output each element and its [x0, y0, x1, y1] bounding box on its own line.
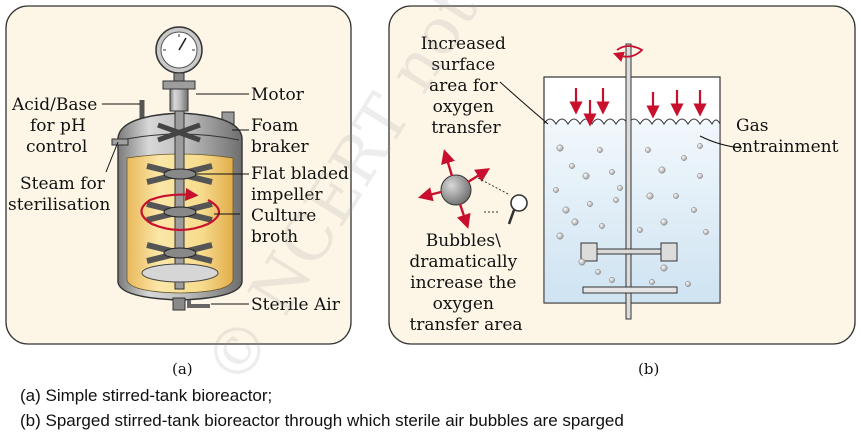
air-bubble	[553, 187, 559, 193]
sparger-bar	[582, 286, 678, 294]
stirrer-shaft-b	[625, 43, 632, 320]
air-bubble	[658, 166, 666, 174]
air-bubble	[609, 277, 615, 283]
sterile-air-label: Sterile Air	[251, 295, 341, 315]
motor	[162, 80, 196, 112]
air-bubble	[609, 169, 615, 175]
steam-pipe	[111, 138, 129, 146]
air-bubble	[660, 264, 668, 272]
air-bubble	[685, 281, 691, 287]
air-bubble	[681, 155, 687, 161]
air-bubble	[613, 197, 619, 203]
impeller-bottom	[146, 242, 213, 264]
air-bubble	[617, 185, 623, 191]
sparger-plate	[141, 263, 219, 283]
caption-b: (b) Sparged stirred-tank bioreactor thro…	[20, 411, 624, 430]
air-bubble	[703, 229, 709, 235]
impeller-top	[146, 163, 213, 185]
air-bubble	[697, 173, 703, 179]
air-bubble	[645, 147, 651, 153]
bottom-outlet	[172, 297, 186, 311]
panel-a-leaders	[102, 93, 249, 305]
air-bubble	[582, 172, 590, 180]
motor-label: Motor	[251, 85, 305, 105]
air-bubble	[637, 227, 643, 233]
air-bubble	[597, 147, 603, 153]
air-bubble	[578, 258, 586, 266]
steam-label: Steam for sterilisation	[8, 174, 110, 215]
air-bubble	[697, 143, 703, 149]
panel-a-sublabel: (a)	[172, 360, 193, 378]
panel-b-sublabel: (b)	[638, 360, 659, 378]
air-bubble	[673, 193, 679, 199]
circulation-arrow-icon	[140, 187, 221, 232]
impeller-label: Flat bladed impeller	[251, 164, 354, 205]
sterile-air-pipe	[187, 300, 210, 308]
impeller-b	[580, 242, 678, 262]
rotation-arrow-icon	[612, 45, 644, 62]
caption-a: (a) Simple stirred-tank bioreactor;	[20, 386, 273, 405]
panel-b-leaders	[499, 81, 743, 149]
air-bubble	[691, 207, 697, 213]
gas-entrainment-label: Gas entrainment	[732, 116, 839, 157]
air-bubble	[587, 201, 593, 207]
surface-area-label: Increased surface area for oxygen transf…	[421, 34, 512, 138]
air-bubble	[556, 232, 564, 240]
magnifier-icon	[477, 177, 528, 225]
bubble-closeup	[418, 149, 491, 229]
stirrer-shaft	[174, 110, 185, 290]
air-bubble	[556, 144, 564, 152]
air-bubbles	[553, 143, 709, 287]
air-bubble	[660, 218, 668, 226]
culture-broth-label: Culture broth	[251, 206, 322, 247]
air-bubble	[646, 192, 654, 200]
impeller-mid	[146, 201, 213, 223]
oxygen-arrows-icon	[569, 88, 707, 127]
bubbles-label: Bubbles\ dramatically increase the oxyge…	[409, 231, 522, 335]
foam-breaker-label: Foam braker	[251, 116, 310, 157]
air-bubble	[649, 279, 655, 285]
air-bubble	[595, 269, 601, 275]
air-bubble	[599, 223, 605, 229]
air-bubble	[569, 163, 575, 169]
acid-base-label: Acid/Base for pH control	[11, 95, 103, 157]
foam-breaker	[157, 122, 201, 143]
pressure-gauge-icon	[155, 26, 203, 82]
air-bubble	[562, 206, 570, 214]
air-bubble	[571, 218, 579, 226]
